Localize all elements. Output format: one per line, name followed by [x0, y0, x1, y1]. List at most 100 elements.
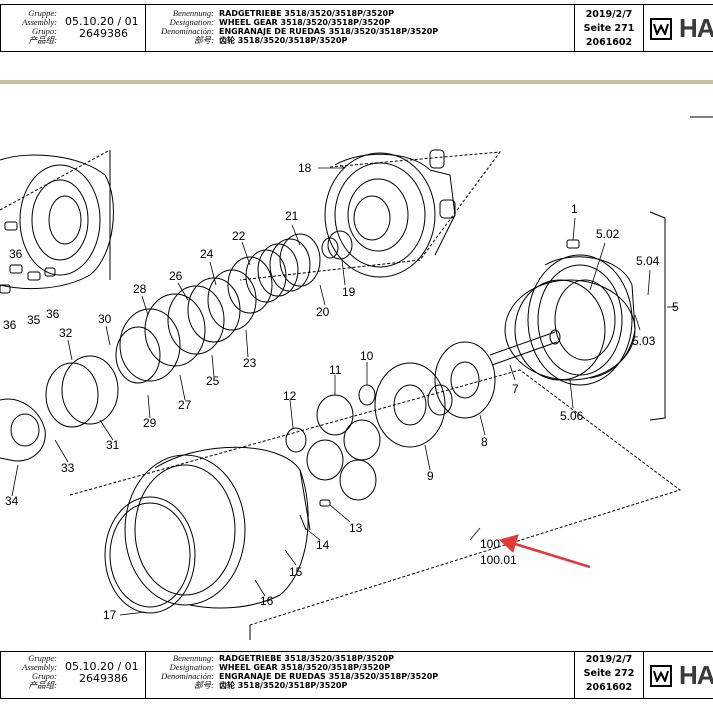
dashed-box-left	[0, 149, 111, 211]
callout-26: 26	[169, 269, 183, 283]
callout-14: 14	[316, 538, 330, 552]
designation-label: Designation:	[169, 17, 214, 27]
name-en: WHEEL GEAR 3518/3520/3518P/3520P	[219, 663, 391, 672]
carrier-9	[374, 362, 453, 448]
callout-28: 28	[133, 282, 147, 296]
assembly-value: 05.10.20 / 01	[65, 660, 139, 673]
brand-logo-text: HA	[679, 13, 713, 43]
callout-arrow	[499, 534, 591, 569]
name-es: ENGRANAJE DE RUEDAS 3518/3520/3518P/3520…	[219, 27, 439, 36]
hub-left-part	[0, 150, 114, 290]
group-value: 2649386	[79, 672, 128, 685]
dashed-box-100	[69, 369, 682, 626]
divider-rule	[0, 80, 713, 84]
benennung-label: Benennung:	[172, 8, 214, 18]
header-group-cell: Gruppe: Assembly: Grupo: 产品组: 05.10.20 /…	[0, 5, 146, 51]
drum-16	[124, 446, 311, 609]
header-doc-number: 2061602	[585, 37, 633, 48]
callout-18: 18	[298, 161, 312, 175]
callout-5-06: 5.06	[560, 409, 584, 423]
bolt-group-35-36	[0, 221, 56, 294]
callout-27: 27	[178, 398, 192, 412]
footer-doc-number: 2061602	[585, 682, 633, 693]
name-de: RADGETRIEBE 3518/3520/3518P/3520P	[219, 9, 394, 18]
w-logo-icon	[650, 665, 672, 687]
group-label: Gruppe:	[28, 653, 57, 663]
pinion-19	[321, 230, 353, 260]
callout-19: 19	[342, 285, 356, 299]
planet-gears-11	[306, 394, 381, 501]
leader-lines	[11, 164, 676, 616]
callout-34: 34	[5, 494, 19, 508]
exploded-parts-drawing: 18 19 20 21 22 23 24 25 26 27 28 29 30 3…	[0, 116, 713, 640]
callout-5-02: 5.02	[596, 227, 620, 241]
pin-14	[299, 514, 307, 531]
header-page: Seite 271	[583, 23, 635, 34]
header-title-block: Gruppe: Assembly: Grupo: 产品组: 05.10.20 /…	[0, 4, 713, 52]
assembly-value: 05.10.20 / 01	[65, 15, 139, 28]
callout-labels: 18 19 20 21 22 23 24 25 26 27 28 29 30 3…	[3, 161, 679, 622]
header-designation-cell: Benennung: Designation: Denominación: 部号…	[146, 5, 575, 51]
callout-36-b: 36	[3, 318, 17, 332]
callout-1: 1	[571, 202, 578, 216]
name-de: RADGETRIEBE 3518/3520/3518P/3520P	[219, 654, 394, 663]
callout-10: 10	[360, 349, 374, 363]
name-cn: 齿轮 3518/3520/3518P/3520P	[219, 681, 348, 690]
callout-11: 11	[329, 363, 342, 377]
bolt-1	[566, 239, 580, 249]
ring-17	[104, 496, 196, 614]
footer-date: 2019/2/7	[585, 654, 633, 665]
seal-rings-31-32	[45, 355, 119, 428]
callout-23: 23	[243, 356, 257, 370]
callout-12: 12	[283, 389, 297, 403]
bracket-5	[649, 211, 666, 421]
callout-13: 13	[349, 521, 363, 535]
denominacion-label: Denominación:	[161, 26, 214, 36]
callout-7: 7	[512, 382, 519, 396]
callout-5-04: 5.04	[636, 254, 660, 268]
seal-5-06	[504, 279, 636, 381]
assembly-label: Assembly:	[22, 17, 57, 27]
footer-logo-cell: HA	[644, 652, 713, 698]
callout-36-c: 36	[46, 307, 60, 321]
group-cn-label: 产品组:	[28, 35, 57, 45]
name-es: ENGRANAJE DE RUEDAS 3518/3520/3518P/3520…	[219, 672, 439, 681]
callout-100-01: 100.01	[480, 553, 517, 567]
callout-31: 31	[106, 438, 120, 452]
callout-9: 9	[427, 469, 434, 483]
hub-18	[324, 149, 456, 278]
callout-16: 16	[260, 594, 274, 608]
callout-33: 33	[61, 461, 75, 475]
callout-8: 8	[481, 435, 488, 449]
dashed-box-18	[239, 151, 502, 281]
callout-25: 25	[206, 374, 220, 388]
name-cn: 齿轮 3518/3520/3518P/3520P	[219, 36, 348, 45]
header-logo-cell: HA	[644, 5, 713, 51]
group-label: Gruppe:	[28, 8, 57, 18]
bracket-33-34	[0, 398, 46, 462]
group-value: 2649386	[79, 27, 128, 40]
shaft-7	[489, 329, 561, 366]
grupo-label: Grupo:	[31, 26, 57, 36]
callout-5-03: 5.03	[632, 334, 656, 348]
brand-logo-text: HA	[679, 660, 713, 690]
header-date: 2019/2/7	[585, 9, 633, 20]
carrier-8	[434, 341, 496, 419]
callout-15: 15	[289, 565, 303, 579]
ring-stack	[115, 233, 321, 384]
callout-17: 17	[103, 608, 117, 622]
name-cn-label: 部号:	[194, 680, 214, 690]
callout-21: 21	[285, 209, 299, 223]
bolt-13	[319, 499, 331, 507]
callout-22: 22	[232, 229, 246, 243]
footer-designation-cell: Benennung: Designation: Denominación: 部号…	[146, 652, 575, 698]
callout-100: 100	[480, 537, 500, 551]
footer-title-block: Gruppe: Assembly: Grupo: 产品组: 05.10.20 /…	[0, 651, 713, 699]
callout-20: 20	[316, 305, 330, 319]
callout-35: 35	[27, 313, 41, 327]
denominacion-label: Denominación:	[161, 671, 214, 681]
footer-group-cell: Gruppe: Assembly: Grupo: 产品组: 05.10.20 /…	[0, 652, 146, 698]
designation-label: Designation:	[169, 662, 214, 672]
washer-10	[358, 384, 376, 406]
name-en: WHEEL GEAR 3518/3520/3518P/3520P	[219, 18, 391, 27]
